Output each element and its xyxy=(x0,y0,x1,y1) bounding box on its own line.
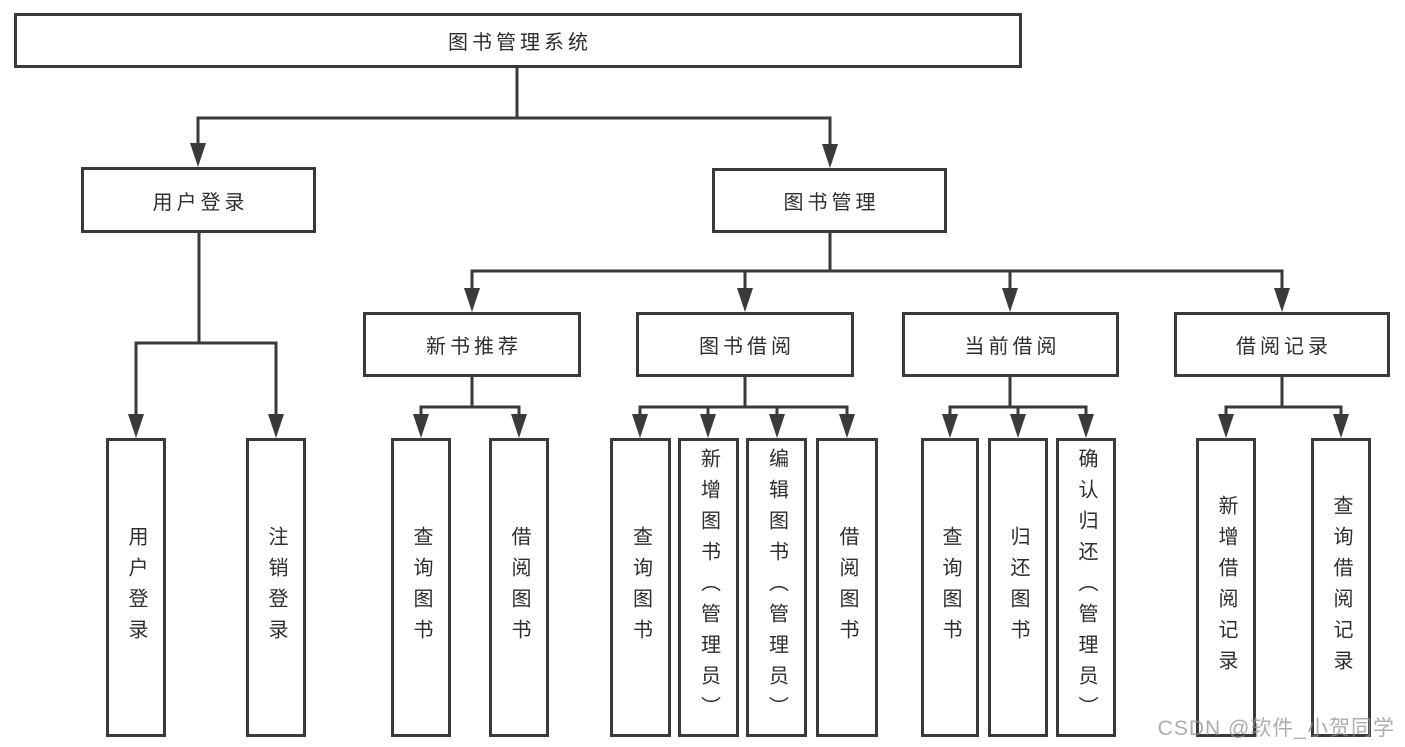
leaf-logout: 注销登录 xyxy=(246,438,306,737)
leaf-query-books-recommend: 查询图书 xyxy=(391,438,451,737)
leaf-query-books-borrow: 查询图书 xyxy=(610,438,671,737)
leaf-edit-books-admin: 编辑图书（管理员） xyxy=(746,438,807,737)
leaf-label: 查询图书 xyxy=(410,525,432,650)
leaf-label: 编辑图书（管理员） xyxy=(765,448,788,727)
csdn-watermark: CSDN @软件_小贺同学 xyxy=(1157,717,1395,740)
leaf-borrow-books: 借阅图书 xyxy=(816,438,878,737)
leaf-label: 查询图书 xyxy=(939,525,961,650)
leaf-borrow-books-recommend: 借阅图书 xyxy=(489,438,549,737)
node-current-borrowing: 当前借阅 xyxy=(902,312,1119,377)
leaf-query-books-current: 查询图书 xyxy=(921,438,979,737)
leaf-add-borrow-record: 新增借阅记录 xyxy=(1196,438,1256,737)
node-user-login: 用户登录 xyxy=(81,167,316,233)
leaf-label: 查询图书 xyxy=(629,525,652,650)
arrowhead-icon xyxy=(128,143,1349,438)
node-new-book-recommendation: 新书推荐 xyxy=(363,312,581,377)
leaf-add-books-admin: 新增图书（管理员） xyxy=(678,438,739,737)
node-book-management: 图书管理 xyxy=(712,168,947,233)
leaf-label: 新增图书（管理员） xyxy=(697,448,720,727)
leaf-label: 借阅图书 xyxy=(508,525,530,650)
leaf-confirm-return-admin: 确认归还（管理员） xyxy=(1056,438,1116,737)
leaf-label: 用户登录 xyxy=(125,525,147,650)
leaf-user-login: 用户登录 xyxy=(106,438,166,737)
node-book-borrowing: 图书借阅 xyxy=(636,312,854,377)
leaf-label: 归还图书 xyxy=(1007,525,1029,650)
leaf-label: 确认归还（管理员） xyxy=(1075,448,1097,727)
leaf-label: 借阅图书 xyxy=(836,525,858,650)
leaf-label: 新增借阅记录 xyxy=(1215,494,1237,681)
leaf-query-borrow-record: 查询借阅记录 xyxy=(1311,438,1371,737)
leaf-label: 查询借阅记录 xyxy=(1330,494,1352,681)
node-library-management-system: 图书管理系统 xyxy=(14,13,1022,68)
leaf-label: 注销登录 xyxy=(265,525,287,650)
leaf-return-books: 归还图书 xyxy=(988,438,1048,737)
node-borrowing-records: 借阅记录 xyxy=(1174,312,1390,377)
connector-line xyxy=(134,66,1343,419)
